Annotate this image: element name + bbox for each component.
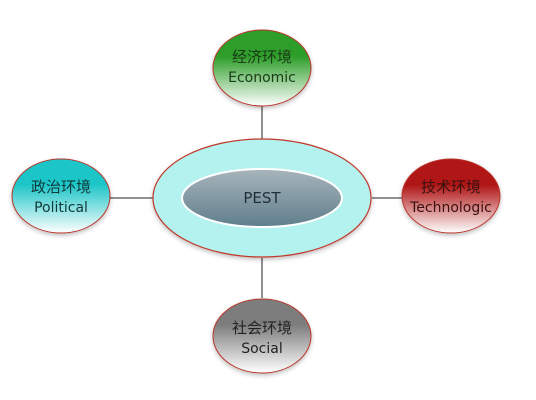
node-technological-shape xyxy=(401,158,501,234)
node-social-label-cn: 社会环境 xyxy=(232,319,292,337)
node-economic-shape xyxy=(212,29,312,107)
node-political: 政治环境 Political xyxy=(11,158,111,234)
center-core xyxy=(181,168,343,228)
connectors xyxy=(110,106,402,298)
node-technological-label-en: Technologic xyxy=(409,200,492,216)
node-economic-label-en: Economic xyxy=(228,70,296,86)
node-technological: 技术环境 Technologic xyxy=(401,158,501,234)
center-label: PEST xyxy=(243,189,281,207)
node-political-shape xyxy=(11,158,111,234)
node-social-label-en: Social xyxy=(241,341,283,357)
node-political-label-cn: 政治环境 xyxy=(31,178,91,196)
node-economic: 经济环境 Economic xyxy=(212,29,312,107)
node-technological-label-cn: 技术环境 xyxy=(421,178,481,196)
node-political-label-en: Political xyxy=(34,200,88,216)
node-social: 社会环境 Social xyxy=(212,298,312,374)
node-economic-label-cn: 经济环境 xyxy=(232,48,292,66)
node-social-shape xyxy=(212,298,312,374)
center-hub: PEST xyxy=(152,138,372,258)
